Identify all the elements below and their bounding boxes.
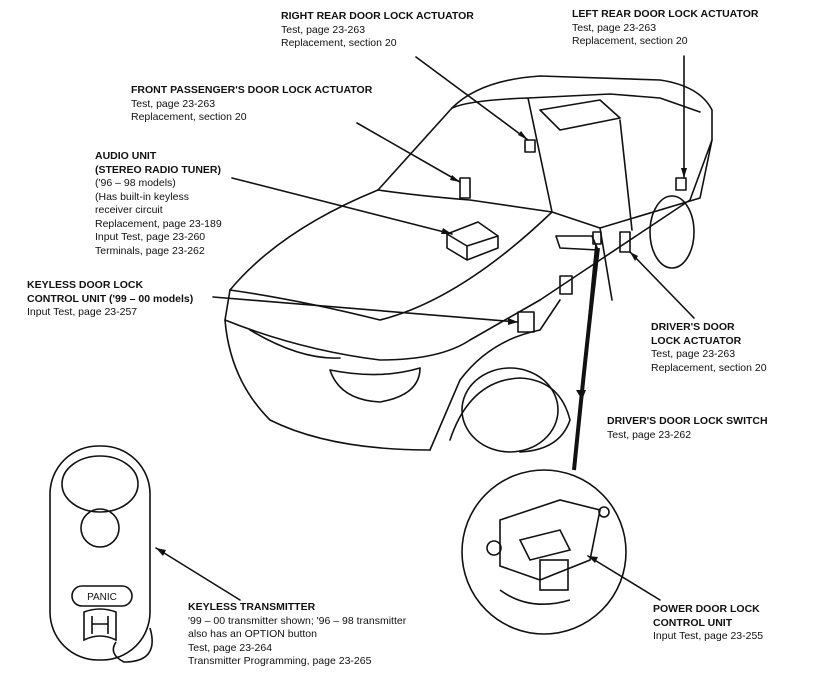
label-title: KEYLESS DOOR LOCK (27, 279, 144, 291)
car-front-bumper (224, 319, 431, 451)
driver-switch-box (592, 231, 602, 245)
label-driver-switch: DRIVER'S DOOR LOCK SWITCH Test, page 23-… (607, 415, 768, 442)
arrow-keyless (508, 318, 518, 325)
leader-right-rear (415, 56, 529, 141)
label-line: (Has built-in keyless (95, 190, 189, 203)
label-line: Terminals, page 23-262 (95, 244, 205, 257)
leader-driver-switch-bold (572, 247, 600, 471)
label-title: LEFT REAR DOOR LOCK ACTUATOR (572, 8, 759, 20)
car-sunroof (539, 99, 621, 131)
label-title: DRIVER'S DOOR (651, 321, 735, 333)
label-line: '99 – 00 transmitter shown; '96 – 98 tra… (188, 614, 407, 627)
front-passenger-actuator (459, 177, 471, 199)
fob-panic-label: PANIC (87, 592, 117, 603)
keyless-unit-box (517, 311, 535, 333)
detail-bracket (499, 499, 601, 581)
leader-driver-actuator (629, 251, 695, 319)
car-front-wheel (449, 377, 571, 453)
label-title: LOCK ACTUATOR (651, 334, 742, 347)
car-front-face (224, 289, 541, 361)
trunk-component (559, 275, 573, 295)
label-line: Test, page 23-263 (651, 348, 736, 360)
label-line: Replacement, section 20 (572, 35, 688, 47)
fob-middle-button (80, 508, 120, 548)
driver-actuator-box (619, 231, 631, 253)
leader-audio (231, 177, 453, 235)
detail-screw-right (598, 506, 610, 518)
label-line: Transmitter Programming, page 23-265 (188, 655, 372, 667)
label-keyless-unit: KEYLESS DOOR LOCK CONTROL UNIT ('99 – 00… (27, 279, 193, 320)
label-line: Replacement, section 20 (131, 111, 247, 123)
label-line: Test, page 23-263 (572, 21, 657, 34)
label-line: Test, page 23-262 (607, 428, 692, 441)
label-title: POWER DOOR LOCK (653, 603, 760, 615)
label-title: CONTROL UNIT ('99 – 00 models) (27, 292, 194, 305)
left-rear-actuator (675, 177, 687, 191)
label-title: CONTROL UNIT (653, 616, 733, 629)
label-title: FRONT PASSENGER'S DOOR LOCK ACTUATOR (131, 84, 373, 96)
car-front-tire (461, 367, 559, 453)
car-fender (429, 299, 561, 451)
leader-front-passenger (356, 122, 461, 183)
fob-logo (83, 608, 117, 642)
car-windshield (377, 97, 553, 213)
leader-transmitter (155, 547, 241, 601)
arrow-right-rear (518, 131, 528, 140)
detail-latch (518, 529, 572, 561)
audio-unit-box (446, 221, 499, 261)
label-line: Test, page 23-263 (131, 97, 216, 110)
label-title: RIGHT REAR DOOR LOCK ACTUATOR (281, 10, 474, 22)
arrow-left-rear (681, 168, 687, 178)
detail-connector (539, 559, 569, 591)
fob-keyring (112, 627, 153, 663)
label-power-unit: POWER DOOR LOCK CONTROL UNIT Input Test,… (653, 603, 763, 644)
label-line: Input Test, page 23-255 (653, 630, 764, 642)
car-roof-outline (377, 75, 713, 191)
label-right-rear: RIGHT REAR DOOR LOCK ACTUATOR Test, page… (281, 10, 474, 51)
arrow-audio (441, 228, 452, 234)
label-line: Test, page 23-264 (188, 641, 273, 654)
label-line: Input Test, page 23-257 (27, 306, 138, 318)
fob-top-button (61, 455, 139, 513)
label-left-rear: LEFT REAR DOOR LOCK ACTUATOR Test, page … (572, 8, 758, 49)
detail-circle (461, 469, 627, 635)
label-driver-actuator: DRIVER'S DOOR LOCK ACTUATOR Test, page 2… (651, 321, 767, 375)
car-grille (249, 329, 341, 359)
car-hood (229, 189, 553, 321)
label-front-passenger: FRONT PASSENGER'S DOOR LOCK ACTUATOR Tes… (131, 84, 372, 125)
label-title: DRIVER'S DOOR LOCK SWITCH (607, 415, 768, 427)
detail-cable (499, 589, 571, 606)
detail-screw-left (486, 540, 502, 556)
arrow-front-passenger (450, 175, 460, 182)
label-line: ('96 – 98 models) (95, 177, 176, 189)
label-line: Replacement, section 20 (281, 37, 397, 49)
label-transmitter: KEYLESS TRANSMITTER '99 – 00 transmitter… (188, 601, 406, 669)
label-line: Input Test, page 23-260 (95, 231, 206, 243)
label-line: Replacement, section 20 (651, 361, 767, 374)
car-headlight (329, 367, 421, 403)
leader-power-unit (587, 555, 661, 601)
label-line: receiver circuit (95, 204, 163, 216)
leader-keyless (212, 296, 519, 323)
label-line: Test, page 23-263 (281, 23, 366, 36)
right-rear-actuator (524, 139, 536, 153)
label-title: (STEREO RADIO TUNER) (95, 163, 221, 176)
label-title: KEYLESS TRANSMITTER (188, 601, 316, 613)
fob-body (49, 445, 151, 661)
label-line: also has an OPTION button (188, 628, 317, 640)
car-rear-window (527, 93, 701, 113)
label-title: AUDIO UNIT (95, 150, 157, 162)
car-rear-tire (649, 195, 695, 269)
arrow-transmitter (156, 548, 166, 556)
fob-panic-button (71, 585, 133, 607)
label-line: Replacement, page 23-189 (95, 217, 222, 230)
label-audio: AUDIO UNIT (STEREO RADIO TUNER) ('96 – 9… (95, 150, 222, 258)
arrow-driver-actuator (630, 252, 638, 261)
